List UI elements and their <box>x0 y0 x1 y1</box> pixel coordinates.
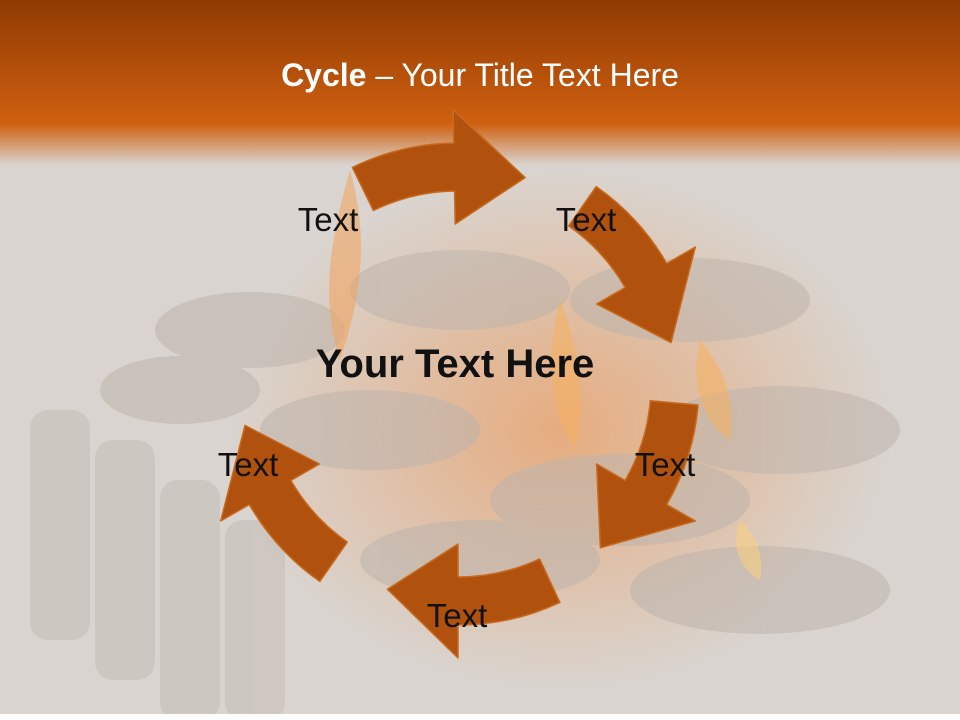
cycle-node-label-5: Text <box>217 446 279 483</box>
cycle-arrow-2 <box>567 185 697 344</box>
title-bold: Cycle <box>281 57 367 93</box>
slide-title: Cycle – Your Title Text Here <box>0 52 960 98</box>
cycle-node-label-4: Text <box>426 597 488 634</box>
cycle-arrow-5 <box>219 424 349 583</box>
cycle-node-label-3: Text <box>634 446 696 483</box>
cycle-node-label-2: Text <box>555 201 617 238</box>
center-text: Your Text Here <box>315 342 595 386</box>
cycle-node-label-1: Text <box>297 201 359 238</box>
cycle-arrow-1 <box>351 109 526 225</box>
cycle-arrow-4 <box>386 543 561 659</box>
cycle-arrow-3 <box>595 400 699 549</box>
title-rest: – Your Title Text Here <box>366 57 679 93</box>
cycle-arrows <box>219 109 699 659</box>
